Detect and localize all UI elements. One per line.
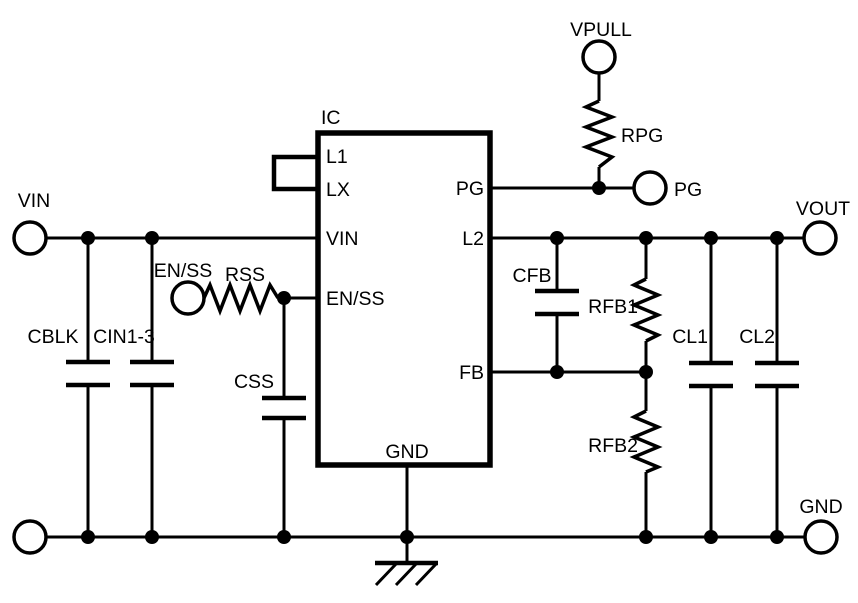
vin-terminal [12, 220, 48, 256]
cfb-capacitor [535, 288, 579, 317]
pin-label-l2: L2 [462, 228, 484, 250]
junction-dot [704, 231, 718, 245]
vout-terminal-label: VOUT [796, 198, 850, 220]
gnd-terminal-label: GND [799, 496, 842, 518]
junction-dot [550, 365, 564, 379]
junction-dot [400, 530, 414, 544]
junction-dot [639, 231, 653, 245]
rfb2-resistor [629, 409, 663, 474]
junction-dot [277, 291, 291, 305]
vout-terminal [802, 220, 838, 256]
junction-dot [145, 530, 159, 544]
junction-dot [770, 231, 784, 245]
junction-dot [639, 365, 653, 379]
cl2-capacitor [755, 360, 799, 389]
css-label: CSS [234, 371, 274, 393]
vin-terminal-label: VIN [18, 190, 51, 212]
junction-dot [277, 530, 291, 544]
rss-label: RSS [225, 264, 265, 286]
pin-label-lx: LX [326, 179, 350, 201]
vpull-terminal [581, 39, 617, 75]
junction-dot [770, 530, 784, 544]
cl2-label: CL2 [739, 326, 775, 348]
junction-dot [639, 530, 653, 544]
pg-terminal-label: PG [674, 179, 702, 201]
pin-label-pg: PG [456, 178, 484, 200]
rfb2-label: RFB2 [588, 435, 638, 457]
rss-resistor [202, 280, 280, 316]
junction-dots [81, 181, 784, 544]
junction-dot [704, 530, 718, 544]
vpull-terminal-label: VPULL [570, 19, 632, 41]
rfb1-label: RFB1 [588, 296, 638, 318]
wire-l1-lx-bracket [271, 154, 318, 192]
ic-body [315, 130, 493, 468]
pin-label-enss: EN/SS [326, 288, 385, 310]
pin-label-vin: VIN [326, 228, 359, 250]
rpg-resistor [581, 99, 617, 169]
junction-dot [550, 231, 564, 245]
ground-hatch-3 [414, 562, 438, 587]
ground-hatch-1 [374, 562, 398, 587]
cl1-capacitor [689, 360, 733, 389]
gnd-left-terminal [12, 519, 48, 555]
ic-label: IC [321, 107, 341, 129]
enss-terminal [170, 280, 206, 316]
cl1-label: CL1 [672, 326, 708, 348]
cfb-label: CFB [513, 265, 552, 287]
cblk-capacitor [66, 359, 110, 388]
gnd-terminal [803, 519, 839, 555]
pg-terminal [632, 170, 668, 206]
junction-dot [81, 530, 95, 544]
earth-ground-icon [374, 560, 438, 587]
pin-label-fb: FB [459, 362, 484, 384]
ground-hatch-2 [394, 562, 418, 587]
pin-label-gnd: GND [385, 441, 428, 463]
pin-label-l1: L1 [326, 146, 348, 168]
cin-capacitor [130, 359, 174, 388]
rfb1-resistor [629, 277, 663, 343]
junction-dot [81, 231, 95, 245]
rpg-label: RPG [621, 125, 663, 147]
cin-label: CIN1-3 [93, 326, 155, 348]
enss-terminal-label: EN/SS [154, 260, 213, 282]
cblk-label: CBLK [28, 326, 79, 348]
junction-dot [145, 231, 159, 245]
css-capacitor [262, 395, 306, 421]
junction-dot [592, 181, 606, 195]
